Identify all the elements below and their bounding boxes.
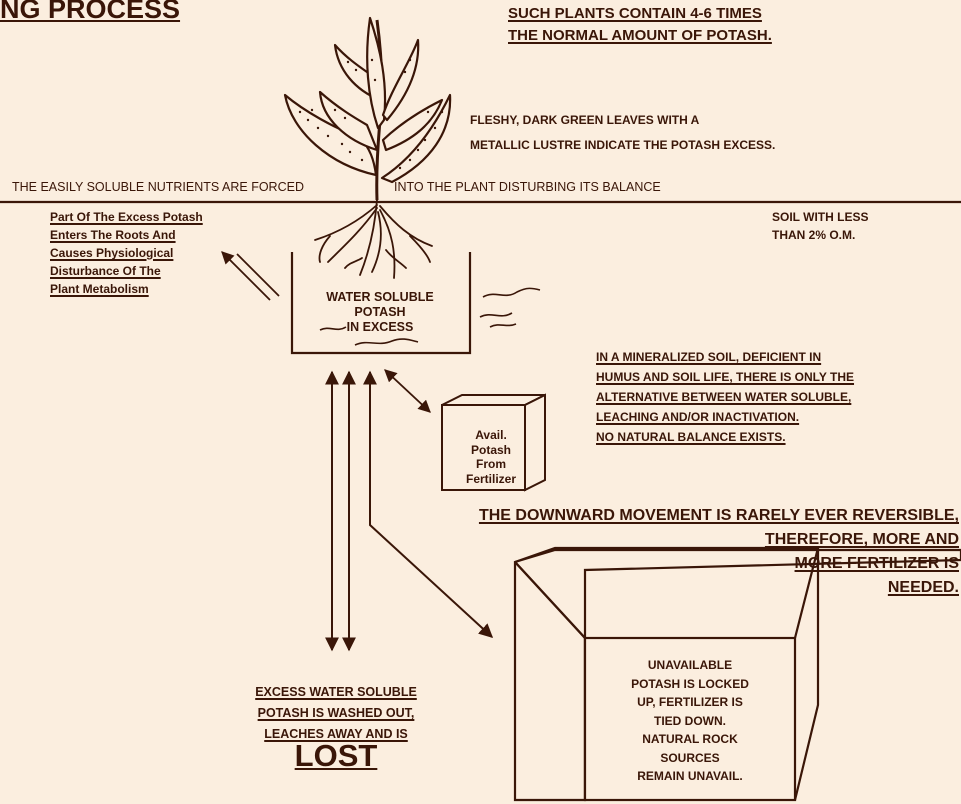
mineral-line-1: IN A MINERALIZED SOIL, DEFICIENT IN [596, 350, 822, 364]
unavail-line-3: UP, FERTILIZER IS [637, 695, 743, 709]
roots-note-line-4: Disturbance Of The [50, 264, 161, 278]
downward-line-1: THE DOWNWARD MOVEMENT IS RARELY EVER REV… [478, 507, 959, 524]
avail-line-4: Fertilizer [465, 471, 516, 486]
avail-line-3: From [476, 457, 506, 471]
water-soluble-line-3: IN EXCESS [346, 320, 414, 334]
soil-type-line-1: SOIL WITH LESS [772, 210, 869, 224]
potash-amount-line-1: SUCH PLANTS CONTAIN 4-6 TIMES [508, 5, 762, 22]
leach-line-1: EXCESS WATER SOLUBLE [255, 685, 417, 699]
mineralized-soil-note: IN A MINERALIZED SOIL, DEFICIENT IN HUMU… [596, 347, 854, 447]
leaves-note-line-2: METALLIC LUSTRE INDICATE THE POTASH EXCE… [470, 138, 776, 152]
leach-note: EXCESS WATER SOLUBLE POTASH IS WASHED OU… [226, 682, 446, 745]
soil-type-line-2: THAN 2% O.M. [772, 228, 856, 242]
leach-line-2: POTASH IS WASHED OUT, [257, 706, 415, 720]
root-arrow-up [221, 251, 271, 301]
water-soluble-box [290, 252, 472, 355]
leach-line-3: LEACHES AWAY AND IS [264, 727, 408, 741]
leaves-note-line-1: FLESHY, DARK GREEN LEAVES WITH A [470, 113, 700, 127]
downward-movement-note: THE DOWNWARD MOVEMENT IS RARELY EVER REV… [479, 504, 959, 600]
diagram-title-fragment: NG PROCESS [0, 0, 181, 24]
unavail-line-2: POTASH IS LOCKED [631, 676, 749, 691]
mineral-line-2: HUMUS AND SOIL LIFE, THERE IS ONLY THE [596, 370, 855, 384]
water-squiggles [319, 287, 541, 346]
inactivation-arrow [363, 370, 494, 638]
roots-note-line-1: Part Of The Excess Potash [50, 210, 203, 224]
avail-line-1: Avail. [475, 428, 507, 442]
water-soluble-label: WATER SOLUBLE POTASH IN EXCESS [300, 290, 460, 335]
roots-note-line-5: Plant Metabolism [50, 282, 149, 296]
leaves-note: FLESHY, DARK GREEN LEAVES WITH A METALLI… [470, 108, 775, 158]
downward-line-4: NEEDED. [887, 579, 959, 596]
plant-illustration [283, 16, 452, 201]
downward-line-3: MORE FERTILIZER IS [794, 555, 959, 572]
soil-line-label-right: INTO THE PLANT DISTURBING ITS BALANCE [394, 180, 661, 194]
avail-potash-label: Avail. Potash From Fertilizer [448, 428, 534, 486]
unavailable-potash-label: UNAVAILABLE POTASH IS LOCKED UP, FERTILI… [590, 656, 790, 786]
plant-roots [314, 199, 433, 279]
mineral-line-3: ALTERNATIVE BETWEEN WATER SOLUBLE, [596, 390, 852, 404]
mineral-line-4: LEACHING AND/OR INACTIVATION. [596, 410, 800, 424]
roots-note-line-3: Causes Physiological [50, 246, 174, 260]
root-arrow-down [236, 253, 280, 297]
mineral-line-5: NO NATURAL BALANCE EXISTS. [596, 430, 786, 444]
small-cube [441, 393, 546, 492]
water-soluble-line-1: WATER SOLUBLE [326, 290, 434, 304]
unavail-line-5: NATURAL ROCK [642, 732, 738, 746]
roots-note: Part Of The Excess Potash Enters The Roo… [50, 208, 203, 298]
unavail-line-7: REMAIN UNAVAIL. [637, 769, 743, 783]
roots-note-line-2: Enters The Roots And [50, 228, 176, 242]
soil-line-label-left: THE EASILY SOLUBLE NUTRIENTS ARE FORCED [12, 180, 304, 194]
lost-label: LOST [294, 738, 378, 773]
potash-amount-line-2: THE NORMAL AMOUNT OF POTASH. [508, 27, 772, 44]
unavail-line-1: UNAVAILABLE [647, 658, 733, 672]
soil-type-note: SOIL WITH LESS THAN 2% O.M. [772, 208, 868, 244]
avail-line-2: Potash [470, 442, 511, 457]
water-soluble-line-2: POTASH [354, 305, 406, 319]
big-cube [513, 546, 961, 802]
unavail-line-6: SOURCES [660, 750, 720, 765]
unavail-line-4: TIED DOWN. [654, 713, 726, 728]
potash-amount-note: SUCH PLANTS CONTAIN 4-6 TIMES THE NORMAL… [508, 3, 772, 47]
downward-line-2: THEREFORE, MORE AND [764, 531, 959, 548]
fertilizer-arrow [384, 369, 431, 413]
